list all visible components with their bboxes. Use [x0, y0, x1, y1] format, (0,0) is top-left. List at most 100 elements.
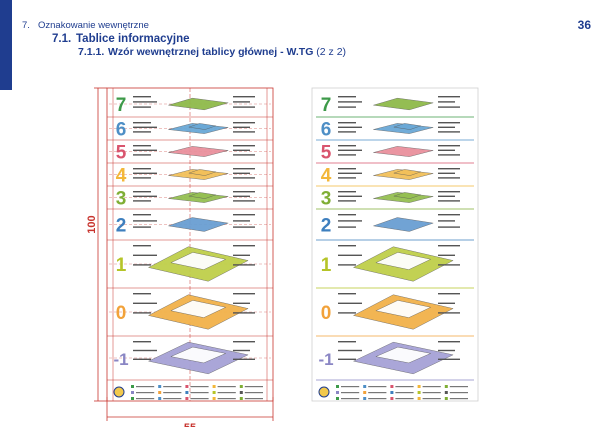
info-line: [233, 226, 255, 228]
chapter-title: Oznakowanie wewnętrzne: [38, 20, 149, 31]
info-line: [233, 154, 255, 156]
legend-text: [217, 398, 236, 400]
logo-icon: [318, 386, 330, 398]
legend-text: [341, 398, 360, 400]
info-line: [133, 106, 151, 108]
floor-plan-courtyard: [170, 252, 227, 270]
info-line: [233, 200, 255, 202]
info-line: [338, 145, 356, 147]
sidebar-accent-bar: [0, 0, 12, 90]
legend-swatch: [158, 397, 162, 400]
floor-band-2: 6: [107, 120, 273, 141]
info-line: [338, 254, 362, 256]
info-line: [338, 302, 362, 304]
floor-band-3: 5: [107, 143, 273, 164]
info-line: [438, 245, 460, 247]
info-line: [133, 122, 151, 124]
info-line: [338, 220, 362, 222]
info-line: [438, 96, 460, 98]
legend-text: [190, 398, 209, 400]
floor-plan-shape: [168, 146, 229, 157]
info-line: [133, 312, 151, 314]
info-line: [233, 293, 255, 295]
legend-strip: [318, 385, 468, 400]
legend-text: [136, 392, 155, 394]
info-line: [233, 195, 250, 197]
floor-band-9: -1: [316, 341, 474, 381]
legend-text: [217, 386, 236, 388]
info-line: [438, 122, 460, 124]
floor-plan-shape: [373, 97, 434, 111]
legend-swatch: [158, 385, 162, 388]
info-line: [438, 358, 460, 360]
info-line: [133, 177, 151, 179]
floor-plan-shape: [168, 217, 229, 232]
floor-band-7: 1: [107, 245, 273, 289]
legend-text: [395, 386, 414, 388]
legend-text: [190, 392, 209, 394]
subsection-page-counter: (2 z 2): [313, 46, 347, 58]
legend-text: [422, 392, 441, 394]
info-line: [233, 341, 255, 343]
info-line: [338, 122, 356, 124]
info-line: [438, 149, 455, 151]
legend-swatch: [390, 397, 394, 400]
info-line: [233, 312, 255, 314]
section-heading: 7.1.Tablice informacyjne: [52, 33, 190, 45]
subsection-title: Wzór wewnętrznej tablicy głównej -: [108, 46, 287, 58]
info-line: [438, 264, 460, 266]
floor-band-2: 6: [316, 120, 474, 141]
floor-band-8: 0: [316, 293, 474, 337]
info-line: [233, 302, 250, 304]
legend-text: [341, 392, 360, 394]
info-line: [438, 226, 460, 228]
info-line: [338, 126, 362, 128]
legend-text: [163, 386, 182, 388]
floor-band-5: 3: [107, 189, 273, 210]
floor-number: 6: [321, 120, 332, 141]
info-line: [338, 312, 356, 314]
info-line: [133, 254, 157, 256]
legend-swatch: [212, 385, 216, 388]
info-line: [438, 341, 460, 343]
section-number: 7.1.: [52, 33, 72, 45]
info-line: [338, 358, 356, 360]
legend-swatch: [131, 391, 134, 394]
floor-number: 1: [116, 255, 127, 276]
info-line: [338, 149, 362, 151]
info-line: [133, 302, 157, 304]
info-line: [233, 145, 255, 147]
info-line: [133, 96, 151, 98]
floor-plan-wing: [393, 169, 421, 176]
floor-plan-shape: [373, 217, 434, 232]
floor-band-1: 7: [107, 95, 273, 118]
legend-text: [449, 386, 468, 388]
floor-band-1: 7: [316, 95, 474, 118]
floor-band-7: 1: [316, 245, 474, 289]
info-line: [133, 168, 151, 170]
info-line: [438, 312, 460, 314]
info-line: [438, 214, 460, 216]
legend-swatch: [131, 397, 134, 400]
legend-swatch: [390, 391, 394, 394]
floor-number: 0: [116, 303, 127, 324]
legend-swatch: [185, 397, 189, 400]
floor-band-4: 4: [107, 166, 273, 187]
info-line: [438, 254, 455, 256]
chapter-number: 7.: [22, 20, 30, 31]
floor-number: 1: [321, 255, 332, 276]
legend-swatch: [363, 397, 367, 400]
info-line: [233, 214, 255, 216]
legend-swatch: [239, 397, 243, 400]
info-line: [233, 172, 250, 174]
legend-text: [244, 392, 263, 394]
legend-text: [449, 392, 468, 394]
floor-number: 3: [321, 189, 332, 210]
info-line: [438, 145, 460, 147]
info-line: [338, 131, 356, 133]
legend-swatch: [336, 385, 339, 388]
info-line: [233, 131, 255, 133]
floor-band-3: 5: [316, 143, 474, 164]
